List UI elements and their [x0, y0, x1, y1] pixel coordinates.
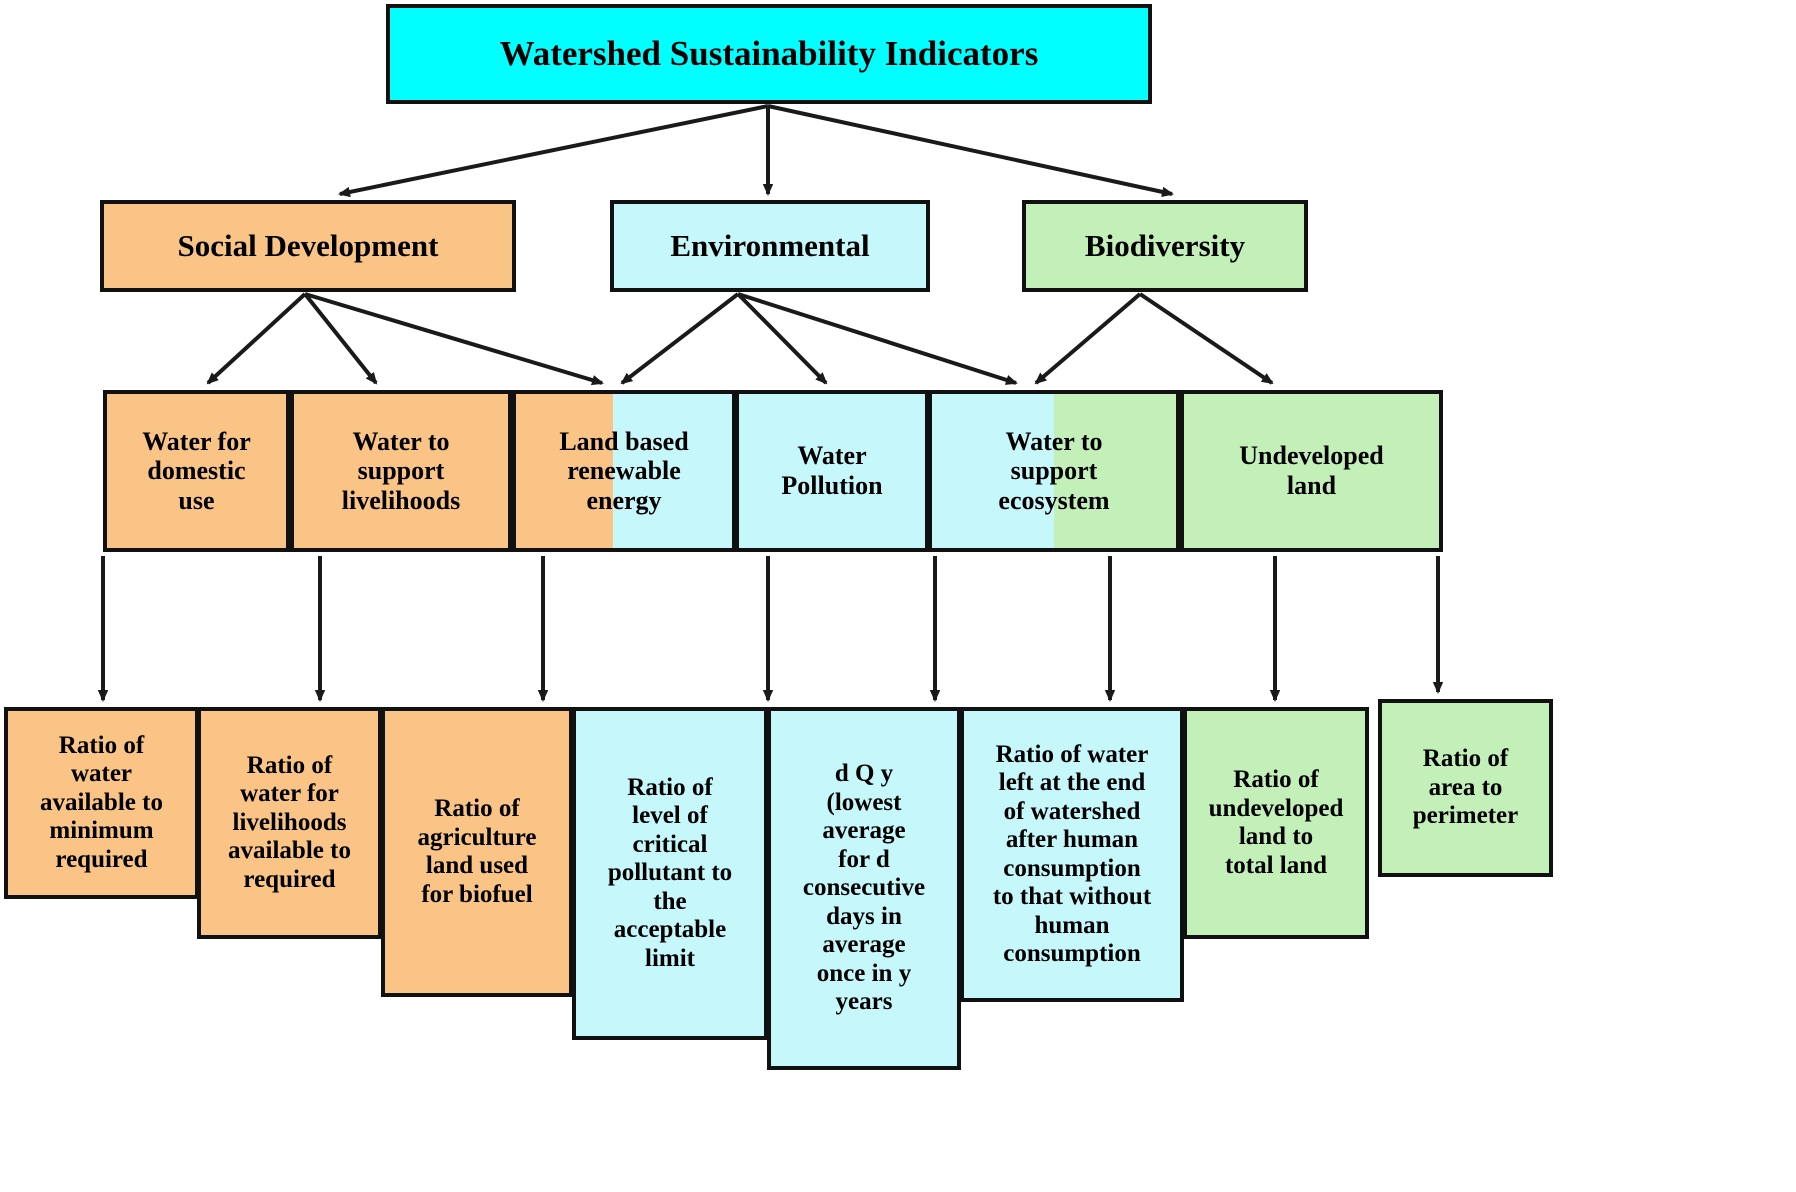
root-node-label: Watershed Sustainability Indicators: [499, 34, 1039, 74]
level4-label-3: Ratio of agriculture land used for biofu…: [417, 795, 537, 908]
level4-node-ratio-water-livelihoods[interactable]: Ratio of water for livelihoods available…: [197, 707, 382, 939]
level3-node-water-pollution[interactable]: Water Pollution: [735, 390, 929, 552]
edge-environmental-to-water-pollution: [736, 292, 828, 385]
level4-label-4: Ratio of level of critical pollutant to …: [607, 773, 733, 972]
level4-node-ratio-water-left-end-watershed[interactable]: Ratio of water left at the end of waters…: [960, 707, 1184, 1002]
level4-label-7: Ratio of undeveloped land to total land: [1208, 766, 1344, 879]
level3-label-undeveloped-land: Undeveloped land: [1239, 441, 1384, 500]
level4-node-ratio-critical-pollutant[interactable]: Ratio of level of critical pollutant to …: [572, 707, 768, 1040]
level3-split-fill-water-ecosystem: [1054, 394, 1176, 548]
level3-label-water-pollution: Water Pollution: [781, 441, 883, 500]
edge-biodiversity-to-undeveloped-land: [1138, 292, 1274, 385]
level2-node-biodiversity[interactable]: Biodiversity: [1022, 200, 1308, 292]
level3-label-land-based-renewable-energy: Land based renewable energy: [559, 426, 689, 515]
level4-node-ratio-area-to-perimeter[interactable]: Ratio of area to perimeter: [1378, 699, 1553, 877]
level4-node-dqy-lowest-average[interactable]: d Q y (lowest average for d consecutive …: [767, 707, 961, 1070]
level3-node-water-to-support-ecosystem[interactable]: Water to support ecosystem: [928, 390, 1180, 552]
level4-node-ratio-agriculture-biofuel[interactable]: Ratio of agriculture land used for biofu…: [381, 707, 573, 997]
edge-biodiversity-to-water-ecosystem: [1034, 292, 1142, 385]
level3-label-water-for-domestic-use: Water for domestic use: [142, 426, 251, 515]
level3-node-undeveloped-land[interactable]: Undeveloped land: [1180, 390, 1443, 552]
level4-label-2: Ratio of water for livelihoods available…: [228, 751, 351, 893]
edge-social-to-land-energy: [304, 292, 604, 386]
root-node-watershed-sustainability-indicators[interactable]: Watershed Sustainability Indicators: [386, 4, 1152, 104]
level3-node-land-based-renewable-energy[interactable]: Land based renewable energy: [512, 390, 736, 552]
level3-node-water-for-domestic-use[interactable]: Water for domestic use: [103, 390, 290, 552]
level4-label-6: Ratio of water left at the end of waters…: [992, 740, 1152, 968]
level4-node-ratio-undeveloped-total-land[interactable]: Ratio of undeveloped land to total land: [1183, 707, 1369, 939]
level3-label-water-to-support-ecosystem: Water to support ecosystem: [998, 426, 1110, 515]
level3-node-water-to-support-livelihoods[interactable]: Water to support livelihoods: [290, 390, 512, 552]
edge-social-to-water-livelihoods: [303, 292, 378, 385]
level2-node-environmental[interactable]: Environmental: [610, 200, 930, 292]
edge-social-to-water-domestic: [206, 292, 307, 385]
level3-split-fill-land-energy: [613, 394, 732, 548]
level2-label-environmental: Environmental: [670, 228, 870, 264]
edge-environmental-to-land-energy: [620, 292, 740, 385]
edge-root-to-biodiversity: [767, 104, 1174, 197]
edge-environmental-to-water-ecosystem: [737, 292, 1018, 385]
level4-label-1: Ratio of water available to minimum requ…: [40, 731, 163, 873]
level4-label-5: d Q y (lowest average for d consecutive …: [802, 760, 926, 1016]
level4-node-ratio-water-available-minimum[interactable]: Ratio of water available to minimum requ…: [4, 707, 199, 899]
level2-label-biodiversity: Biodiversity: [1084, 228, 1246, 264]
level3-label-water-to-support-livelihoods: Water to support livelihoods: [341, 426, 461, 515]
level2-label-social-development: Social Development: [177, 228, 439, 264]
level4-label-8: Ratio of area to perimeter: [1412, 745, 1519, 830]
edge-root-to-social: [338, 104, 769, 198]
level2-node-social-development[interactable]: Social Development: [100, 200, 516, 292]
